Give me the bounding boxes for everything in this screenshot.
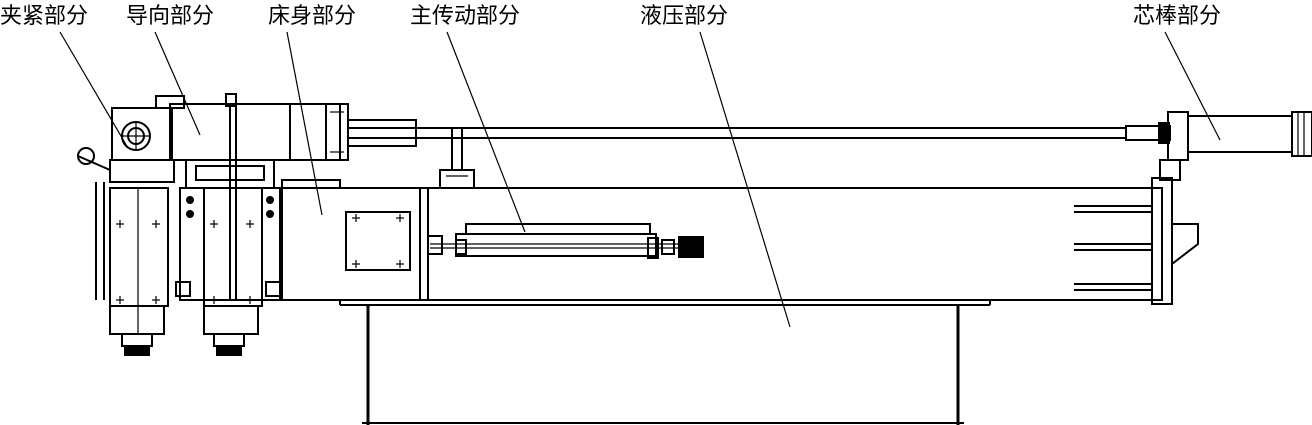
bed-access-plate (345, 211, 411, 271)
label-hydraulic: 液压部分 (640, 4, 729, 29)
label-clamp: 夹紧部分 (0, 4, 89, 29)
leader-main-drive (446, 31, 526, 233)
left-cylinders (109, 187, 281, 356)
base-stand (339, 299, 991, 425)
leader-mandrel (1164, 31, 1221, 141)
guide-rail (325, 103, 1170, 189)
label-mandrel: 芯棒部分 (1133, 4, 1222, 29)
label-guide: 导向部分 (126, 4, 215, 29)
clamp-wheel (77, 107, 175, 300)
leader-lines (59, 31, 1221, 328)
head-housing (155, 93, 341, 300)
leader-clamp (59, 31, 129, 149)
leader-hydraulic (699, 31, 791, 328)
leader-bed (286, 31, 323, 216)
label-main-drive: 主传动部分 (410, 4, 521, 29)
main-drive-cylinder (427, 223, 704, 259)
label-bed: 床身部分 (268, 4, 357, 29)
bed-body (281, 179, 1163, 301)
leader-guide (154, 31, 201, 136)
mandrel-unit (1074, 111, 1312, 305)
